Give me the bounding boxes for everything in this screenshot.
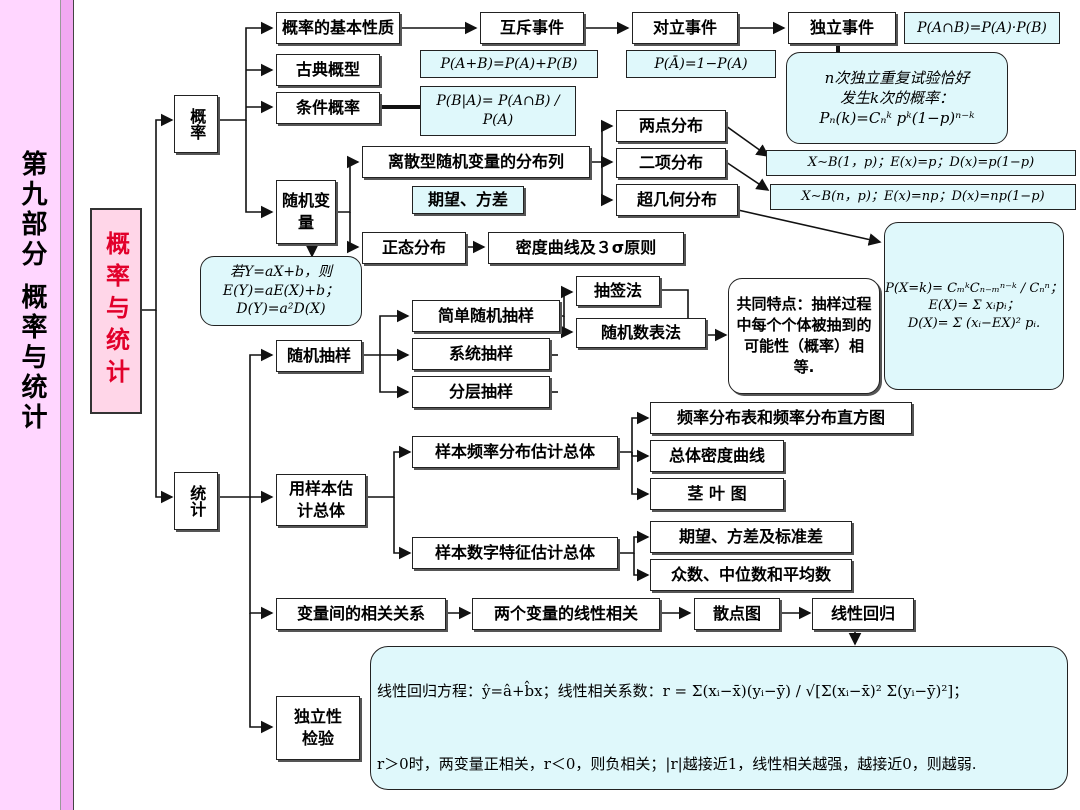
node-fenceng[interactable]: 分层抽样: [412, 376, 550, 408]
formula-huchi: P(A+B)=P(A)+P(B): [420, 50, 598, 78]
node-suiji-var[interactable]: 随机变量: [276, 180, 336, 244]
formula-linear-y: 若Y=aX+b，则 E(Y)=aE(X)+b； D(Y)=a²D(X): [200, 256, 362, 326]
formula-duili: P(Ā)=1−P(A): [626, 50, 776, 78]
node-xitong[interactable]: 系统抽样: [412, 338, 550, 370]
node-bianliang[interactable]: 变量间的相关关系: [276, 598, 446, 630]
formula-duli: P(A∩B)=P(A)·P(B): [904, 12, 1060, 44]
node-chouqian[interactable]: 抽签法: [576, 276, 660, 306]
node-zhengtai[interactable]: 正态分布: [362, 232, 466, 264]
node-erxiang[interactable]: 二项分布: [616, 148, 726, 178]
node-duliji[interactable]: 独立事件: [788, 12, 896, 44]
node-yangben-est[interactable]: 用样本估计总体: [276, 474, 366, 526]
node-lisan[interactable]: 离散型随机变量的分布列: [362, 146, 590, 178]
node-tiaojian[interactable]: 条件概率: [276, 92, 380, 124]
node-qiwang[interactable]: 期望、方差: [412, 186, 524, 214]
node-liangge[interactable]: 两个变量的线性相关: [472, 598, 660, 630]
node-shuzi[interactable]: 样本数字特征估计总体: [412, 537, 618, 569]
node-jiandan[interactable]: 简单随机抽样: [412, 300, 560, 332]
node-pinlv[interactable]: 样本频率分布估计总体: [412, 436, 618, 468]
node-tongji[interactable]: 统计: [174, 472, 218, 530]
node-chouyang[interactable]: 随机抽样: [276, 340, 362, 372]
node-duli-jy[interactable]: 独立性检验: [276, 696, 360, 760]
node-zongti[interactable]: 总体密度曲线: [650, 440, 784, 472]
node-xianxing[interactable]: 线性回归: [812, 598, 914, 630]
node-sandian[interactable]: 散点图: [694, 598, 780, 630]
formula-chaoji: P(X=k)= CₘᵏCₙ₋ₘⁿ⁻ᵏ / Cₙⁿ； E(X)= Σ xᵢpᵢ； …: [884, 222, 1064, 390]
sidebar-stripe: [60, 0, 73, 810]
node-gudian[interactable]: 古典概型: [276, 54, 380, 86]
node-liangdian[interactable]: 两点分布: [616, 110, 726, 142]
node-pinlvbiao[interactable]: 频率分布表和频率分布直方图: [650, 402, 912, 434]
root-node[interactable]: 概率与统计: [90, 208, 142, 414]
node-chaoji[interactable]: 超几何分布: [616, 184, 738, 216]
formula-erxiang1: X∼B(1，p)；E(x)=p；D(x)=p(1−p): [766, 150, 1076, 176]
node-qiwangfc[interactable]: 期望、方差及标准差: [650, 521, 852, 553]
node-zhongshu[interactable]: 众数、中位数和平均数: [650, 559, 852, 591]
node-midu[interactable]: 密度曲线及３σ原则: [488, 232, 684, 264]
node-jingye[interactable]: 茎 叶 图: [650, 478, 784, 510]
formula-erxiang2: X∼B(n，p)；E(x)=np；D(x)=np(1−p): [770, 184, 1076, 210]
node-gongtong: 共同特点：抽样过程中每个个体被抽到的可能性（概率）相等.: [728, 278, 880, 394]
node-gailv[interactable]: 概率: [174, 95, 218, 153]
regression-line1: 线性回归方程：ŷ=â+b̂x；线性相关系数：r = Σ(xᵢ−x̄)(yᵢ−ȳ)…: [377, 682, 969, 700]
node-basic[interactable]: 概率的基本性质: [276, 12, 400, 44]
node-suijishu[interactable]: 随机数表法: [576, 318, 706, 348]
sidebar-title: 第九部分 概率与统计: [17, 150, 47, 434]
formula-tiaojian: P(B|A)= P(A∩B) / P(A): [420, 86, 576, 136]
regression-box: 线性回归方程：ŷ=â+b̂x；线性相关系数：r = Σ(xᵢ−x̄)(yᵢ−ȳ)…: [370, 646, 1068, 790]
regression-line2: r＞0时，两变量正相关，r＜0，则负相关；|r|越接近1，线性相关越强，越接近0…: [377, 755, 977, 773]
node-duili[interactable]: 对立事件: [632, 12, 738, 44]
node-huchi[interactable]: 互斥事件: [480, 12, 584, 44]
sidebar: 第九部分 概率与统计: [0, 0, 74, 810]
formula-ncici: n次独立重复试验恰好 发生k次的概率： Pₙ(k)=Cₙᵏ pᵏ(1−p)ⁿ⁻ᵏ: [786, 52, 1008, 144]
